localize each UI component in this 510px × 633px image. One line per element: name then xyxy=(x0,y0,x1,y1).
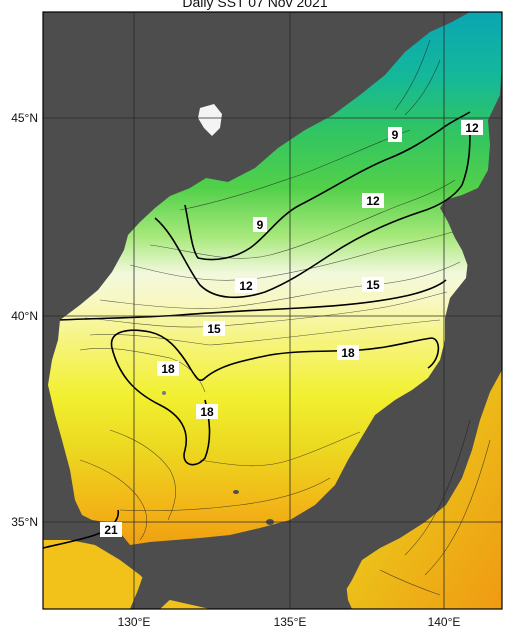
contour-label-9-ne: 9 xyxy=(388,127,402,142)
contour-label-18-e: 18 xyxy=(337,345,359,360)
lon-label-135: 135°E xyxy=(274,615,307,629)
contour-label-12-w: 12 xyxy=(235,278,257,293)
svg-text:18: 18 xyxy=(161,362,175,376)
thin-isotherms xyxy=(79,39,491,596)
contour-label-12-mid: 12 xyxy=(362,193,384,208)
svg-text:18: 18 xyxy=(341,346,355,360)
sea-of-japan xyxy=(48,12,502,545)
island-sado xyxy=(317,510,329,520)
svg-text:21: 21 xyxy=(104,523,118,537)
isotherm-15 xyxy=(59,279,447,321)
honshu xyxy=(178,300,502,600)
svg-text:12: 12 xyxy=(239,279,253,293)
bold-isotherms xyxy=(43,111,471,549)
svg-text:9: 9 xyxy=(257,218,264,232)
isotherm-21 xyxy=(43,509,120,549)
lon-label-130: 130°E xyxy=(118,615,151,629)
korea-strait xyxy=(43,540,210,609)
lat-label-35: 35°N xyxy=(11,515,38,529)
map-title: Daily SST 07 Nov 2021 xyxy=(182,0,328,10)
hokkaido xyxy=(452,195,502,300)
svg-text:15: 15 xyxy=(366,278,380,292)
contour-label-21: 21 xyxy=(100,522,122,537)
contour-label-12-ne: 12 xyxy=(461,120,483,135)
lake-khanka xyxy=(198,104,222,136)
svg-text:18: 18 xyxy=(200,405,214,419)
contour-label-18-w: 18 xyxy=(157,361,179,376)
lat-label-40: 40°N xyxy=(11,309,38,323)
kyushu xyxy=(130,555,182,609)
contour-label-15-e: 15 xyxy=(362,277,384,292)
contour-label-9-w: 9 xyxy=(253,217,267,232)
isotherm-18 xyxy=(110,329,440,382)
lat-label-45: 45°N xyxy=(11,111,38,125)
svg-text:15: 15 xyxy=(207,322,221,336)
svg-text:12: 12 xyxy=(366,194,380,208)
map-frame xyxy=(42,11,503,610)
contour-label-15-w: 15 xyxy=(203,321,225,336)
contour-labels: 9 12 9 12 9 12 15 15 18 18 18 21 xyxy=(100,120,483,537)
pacific-ocean xyxy=(345,360,502,609)
island-small xyxy=(233,490,239,494)
graticule xyxy=(43,12,502,609)
lon-label-140: 140°E xyxy=(428,615,461,629)
island-ulleung xyxy=(162,391,166,395)
isotherm-9 xyxy=(184,111,471,261)
svg-text:12: 12 xyxy=(465,121,479,135)
isotherm-12 xyxy=(154,127,471,299)
contour-label-18-s: 18 xyxy=(196,404,218,419)
svg-text:9: 9 xyxy=(392,128,399,142)
isotherm-18-tongue xyxy=(111,347,211,466)
